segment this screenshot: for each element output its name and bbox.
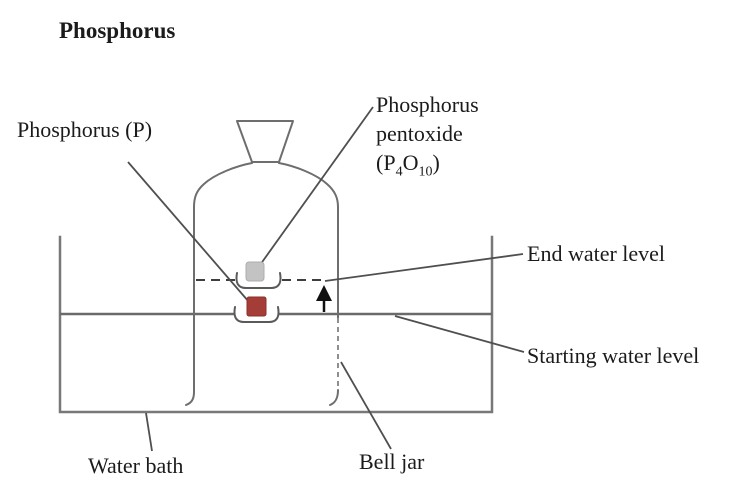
diagram-title: Phosphorus [59, 18, 176, 43]
leader-starting-water-level [394, 315, 525, 353]
bell-jar-stopper [236, 120, 294, 163]
arrow-up-icon [316, 285, 332, 312]
pentoxide-sample-square [245, 261, 265, 282]
pentoxide-label-line2: pentoxide [376, 121, 463, 146]
bell-jar-left-wall [185, 162, 253, 406]
leader-bell-jar [340, 361, 392, 450]
bell-jar-right-foot [329, 389, 339, 406]
end-water-level-label: End water level [527, 241, 666, 266]
water-bath-label: Water bath [88, 453, 184, 478]
pentoxide-formula: (P4O10) [376, 150, 440, 180]
phosphorus-sample-square [246, 296, 267, 317]
leader-phosphorus [127, 161, 250, 303]
pentoxide-label: Phosphorus pentoxide (P4O10) [376, 90, 479, 180]
starting-water-level-label: Starting water level [527, 343, 700, 368]
phosphorus-label: Phosphorus (P) [17, 117, 153, 142]
water-bath-outline [58, 235, 494, 414]
bell-jar-label: Bell jar [359, 449, 425, 474]
leader-water-bath [145, 412, 153, 452]
bell-jar-right-wall [278, 162, 339, 319]
leader-pentoxide [259, 106, 374, 266]
leader-end-water-level [324, 253, 524, 282]
pentoxide-label-line1: Phosphorus [376, 92, 479, 117]
